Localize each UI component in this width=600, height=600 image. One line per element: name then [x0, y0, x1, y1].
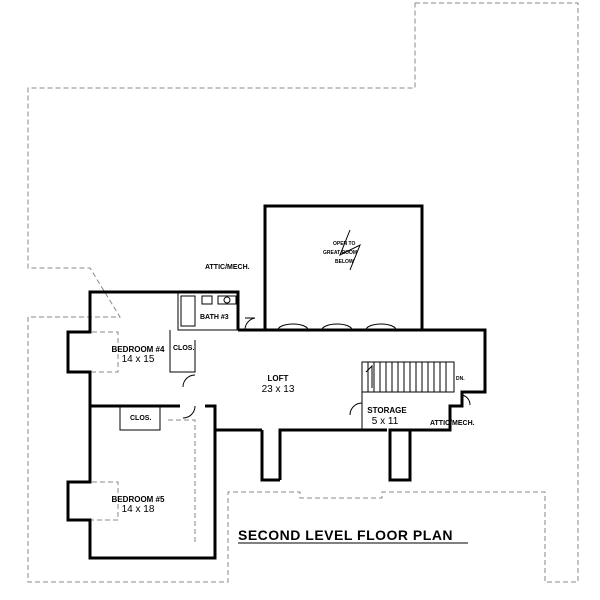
bedroom4-name: BEDROOM #4: [112, 345, 165, 354]
loft-leg: [260, 430, 280, 482]
door-swing-attic: [461, 394, 471, 406]
door-swing-b5: [182, 405, 196, 419]
bedroom5-name: BEDROOM #5: [112, 495, 165, 504]
bedroom4-walls: [66, 290, 240, 408]
window-arcs: [277, 323, 397, 331]
attic-right-label: ATTIC/MECH.: [430, 420, 475, 427]
roof-hip-lines: [68, 331, 119, 373]
bathtub: [180, 295, 196, 327]
bedroom4-east-wall: [205, 404, 262, 432]
attic-left-label: ATTIC/MECH.: [205, 264, 250, 271]
dn-label: DN.: [456, 376, 465, 382]
bath3-walls: [177, 292, 238, 331]
open-to-below-walls: [263, 204, 424, 330]
storage-name: STORAGE: [367, 406, 407, 415]
closet1-label: CLOS.: [173, 345, 194, 352]
door-swing-storage: [349, 402, 363, 416]
storage-size: 5 x 11: [372, 416, 399, 427]
closet2-label: CLOS.: [130, 415, 151, 422]
loft-name: LOFT: [268, 374, 289, 383]
open-to-line2: GREAT ROOM: [323, 250, 357, 256]
door-swing-b4: [182, 374, 196, 388]
door-swing-bath: [244, 317, 256, 331]
exterior-walls-loft-south: [278, 428, 387, 480]
toilet: [201, 295, 213, 305]
bedroom5-size: 14 x 18: [122, 504, 155, 515]
roof-hip-lines-2: [68, 481, 119, 521]
stair-treads: [365, 362, 447, 392]
plan-title: SECOND LEVEL FLOOR PLAN: [238, 527, 453, 543]
sink: [223, 296, 231, 304]
loft-size: 23 x 13: [262, 384, 295, 395]
loft-leg-right: [388, 430, 412, 482]
open-to-line3: BELOW: [335, 259, 354, 265]
bath3-label: BATH #3: [200, 314, 229, 321]
bedroom4-size: 14 x 15: [122, 354, 155, 365]
vanity: [217, 295, 237, 305]
open-below-symbol: [339, 229, 361, 271]
closet2-walls: [119, 406, 161, 431]
roof-hip-lines-3: [168, 419, 196, 545]
bedroom5-walls: [66, 404, 217, 560]
closet1-walls: [169, 330, 196, 373]
stair-arrow: [365, 364, 373, 388]
roof-outline-top: [27, 2, 579, 583]
open-to-line1: OPEN TO: [333, 241, 356, 247]
